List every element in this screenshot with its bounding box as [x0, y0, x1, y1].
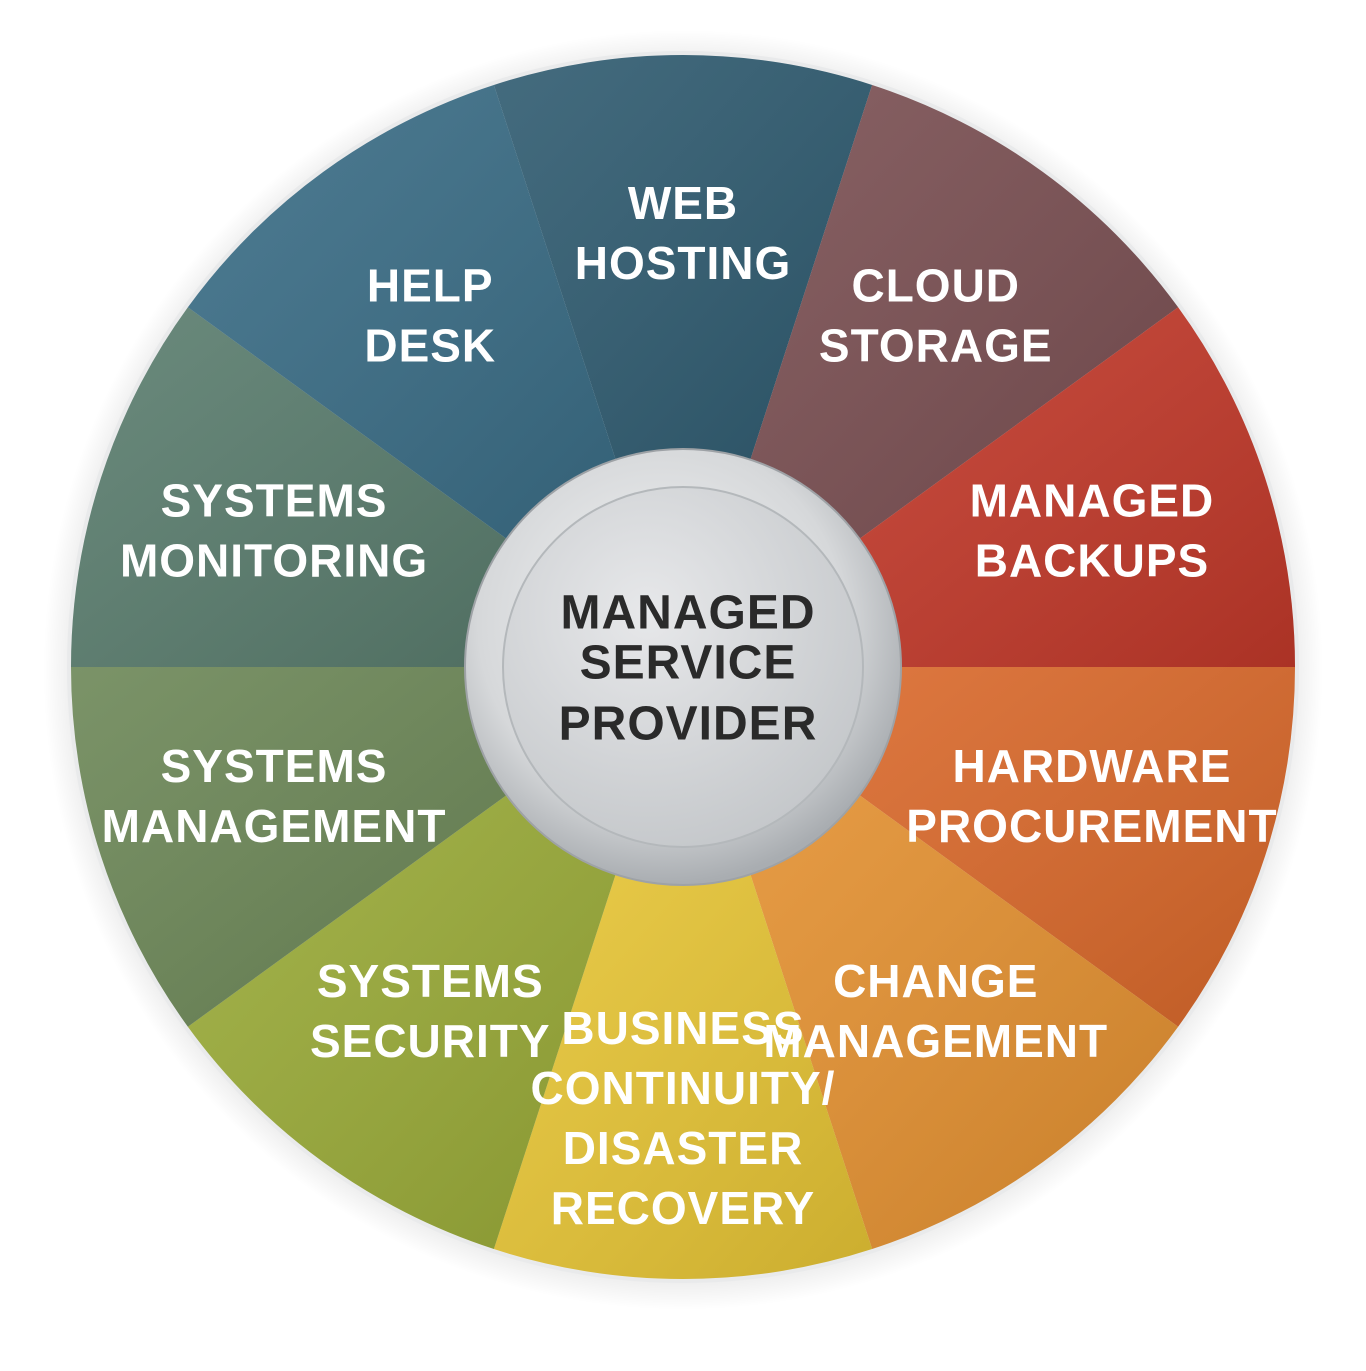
segment-shade-0: [493, 55, 873, 477]
segment-0-label-line-1: HOSTING: [575, 237, 792, 289]
segment-7-label-line-0: SYSTEMS: [161, 740, 388, 792]
segment-shade-5: [493, 857, 873, 1280]
segment-2-label-line-0: MANAGED: [970, 474, 1215, 526]
segment-5-label-line-2: DISASTER: [563, 1122, 804, 1174]
segment-shade-6: [187, 784, 622, 1250]
wheel-segments: [71, 55, 1295, 1280]
segment-9-label-line-0: HELP: [367, 259, 494, 311]
hub-label-line-3: PROVIDER: [559, 698, 818, 751]
segment-6-label-line-0: SYSTEMS: [317, 955, 544, 1007]
hub-label-line-2: SERVICE: [580, 637, 797, 690]
segment-8-label-line-1: MONITORING: [120, 534, 428, 586]
segment-shade-9: [187, 84, 622, 550]
segment-3-label-line-1: PROCUREMENT: [906, 800, 1277, 852]
hub-face: [502, 486, 864, 848]
segment-0-label-line-0: WEB: [628, 177, 738, 229]
segment-5-label-line-0: BUSINESS: [561, 1002, 804, 1054]
segment-8-label-line-0: SYSTEMS: [161, 474, 388, 526]
segment-3-label-line-0: HARDWARE: [953, 740, 1232, 792]
segment-4-label-line-1: MANAGEMENT: [763, 1015, 1108, 1067]
segment-2-label-line-1: BACKUPS: [975, 534, 1209, 586]
segment-4-label-line-0: CHANGE: [833, 955, 1038, 1007]
segment-shade-7: [71, 667, 522, 1027]
segment-shade-4: [744, 784, 1179, 1250]
segment-9-label-line-1: DESK: [364, 319, 496, 371]
segment-shade-8: [71, 307, 522, 667]
segment-6-label-line-1: SECURITY: [310, 1015, 551, 1067]
segment-shade-3: [844, 667, 1295, 1027]
segment-5-label-line-1: CONTINUITY/: [531, 1062, 836, 1114]
segment-shade-1: [744, 84, 1179, 550]
segment-7-label-line-1: MANAGEMENT: [102, 800, 447, 852]
segment-1-label-line-0: CLOUD: [851, 259, 1020, 311]
segment-1-label-line-1: STORAGE: [819, 319, 1053, 371]
segment-5-label-line-3: RECOVERY: [551, 1182, 815, 1234]
segment-shade-2: [844, 307, 1295, 667]
hub-label-line-1: MANAGED: [561, 587, 816, 640]
segment-labels: WEB HOSTING CLOUD STORAGE MANAGED BACKUPS HARD…: [102, 177, 1277, 1234]
